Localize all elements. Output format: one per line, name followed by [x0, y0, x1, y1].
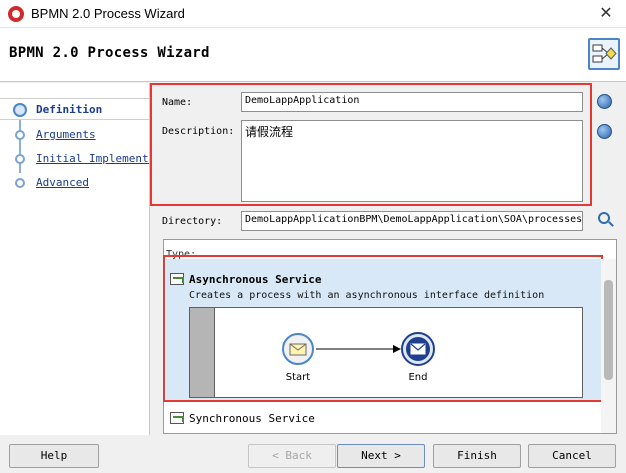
nav-step-label: Arguments: [36, 128, 96, 141]
process-preview-diagram: Start End: [189, 307, 583, 398]
type-legend: Type:: [166, 249, 197, 260]
process-flow-icon: [588, 38, 620, 70]
start-event-icon: [282, 333, 314, 365]
type-scrollbar-thumb[interactable]: [604, 280, 613, 380]
step-bullet-icon: [15, 130, 25, 140]
search-icon[interactable]: [598, 212, 610, 224]
description-input[interactable]: 请假流程: [241, 120, 583, 202]
title-bar: BPMN 2.0 Process Wizard ✕: [0, 0, 626, 28]
globe-icon[interactable]: [597, 124, 612, 139]
cancel-button[interactable]: Cancel: [528, 444, 616, 468]
end-event-label: End: [408, 372, 428, 383]
next-button[interactable]: Next >: [337, 444, 425, 468]
wizard-steps-nav: Definition Arguments Initial Implementat…: [0, 83, 150, 435]
back-button[interactable]: < Back: [248, 444, 336, 468]
nav-step-label: Definition: [36, 103, 103, 116]
swimlane-header: [190, 308, 215, 397]
service-option-icon: [170, 412, 184, 424]
name-label: Name:: [162, 97, 193, 108]
wizard-header: BPMN 2.0 Process Wizard: [0, 28, 626, 82]
service-option-icon: [170, 273, 184, 285]
option-description: Creates a process with an asynchronous i…: [189, 290, 545, 301]
end-event-icon: [401, 332, 435, 366]
step-bullet-icon: [13, 103, 27, 117]
nav-step-definition[interactable]: Definition: [0, 98, 149, 120]
close-icon[interactable]: ✕: [599, 3, 613, 22]
name-input[interactable]: DemoLappApplication: [241, 92, 583, 112]
process-flow-graphic: [592, 44, 617, 63]
async-option-highlight: [163, 255, 603, 402]
step-bullet-icon: [15, 178, 25, 188]
name-description-highlight: [150, 83, 592, 206]
nav-step-initial-implementation[interactable]: Initial Implementat: [0, 148, 150, 170]
description-label: Description:: [162, 126, 235, 137]
nav-step-label: Advanced: [36, 176, 89, 189]
finish-button[interactable]: Finish: [433, 444, 521, 468]
globe-icon[interactable]: [597, 94, 612, 109]
process-preview-graphic: [282, 332, 435, 366]
directory-input[interactable]: DemoLappApplicationBPM\DemoLappApplicati…: [241, 211, 583, 231]
nav-step-label: Initial Implementat: [36, 152, 150, 165]
nav-step-advanced[interactable]: Advanced: [0, 172, 149, 194]
option-title: Asynchronous Service: [189, 273, 322, 286]
option-synchronous-service[interactable]: Synchronous Service: [189, 412, 315, 425]
app-logo-icon: [8, 6, 24, 22]
directory-label: Directory:: [162, 216, 223, 227]
start-event-label: Start: [285, 372, 311, 383]
help-button[interactable]: Help: [9, 444, 99, 468]
window-title: BPMN 2.0 Process Wizard: [31, 6, 185, 21]
step-bullet-icon: [15, 154, 25, 164]
nav-step-arguments[interactable]: Arguments: [0, 124, 149, 146]
wizard-title: BPMN 2.0 Process Wizard: [9, 45, 210, 61]
